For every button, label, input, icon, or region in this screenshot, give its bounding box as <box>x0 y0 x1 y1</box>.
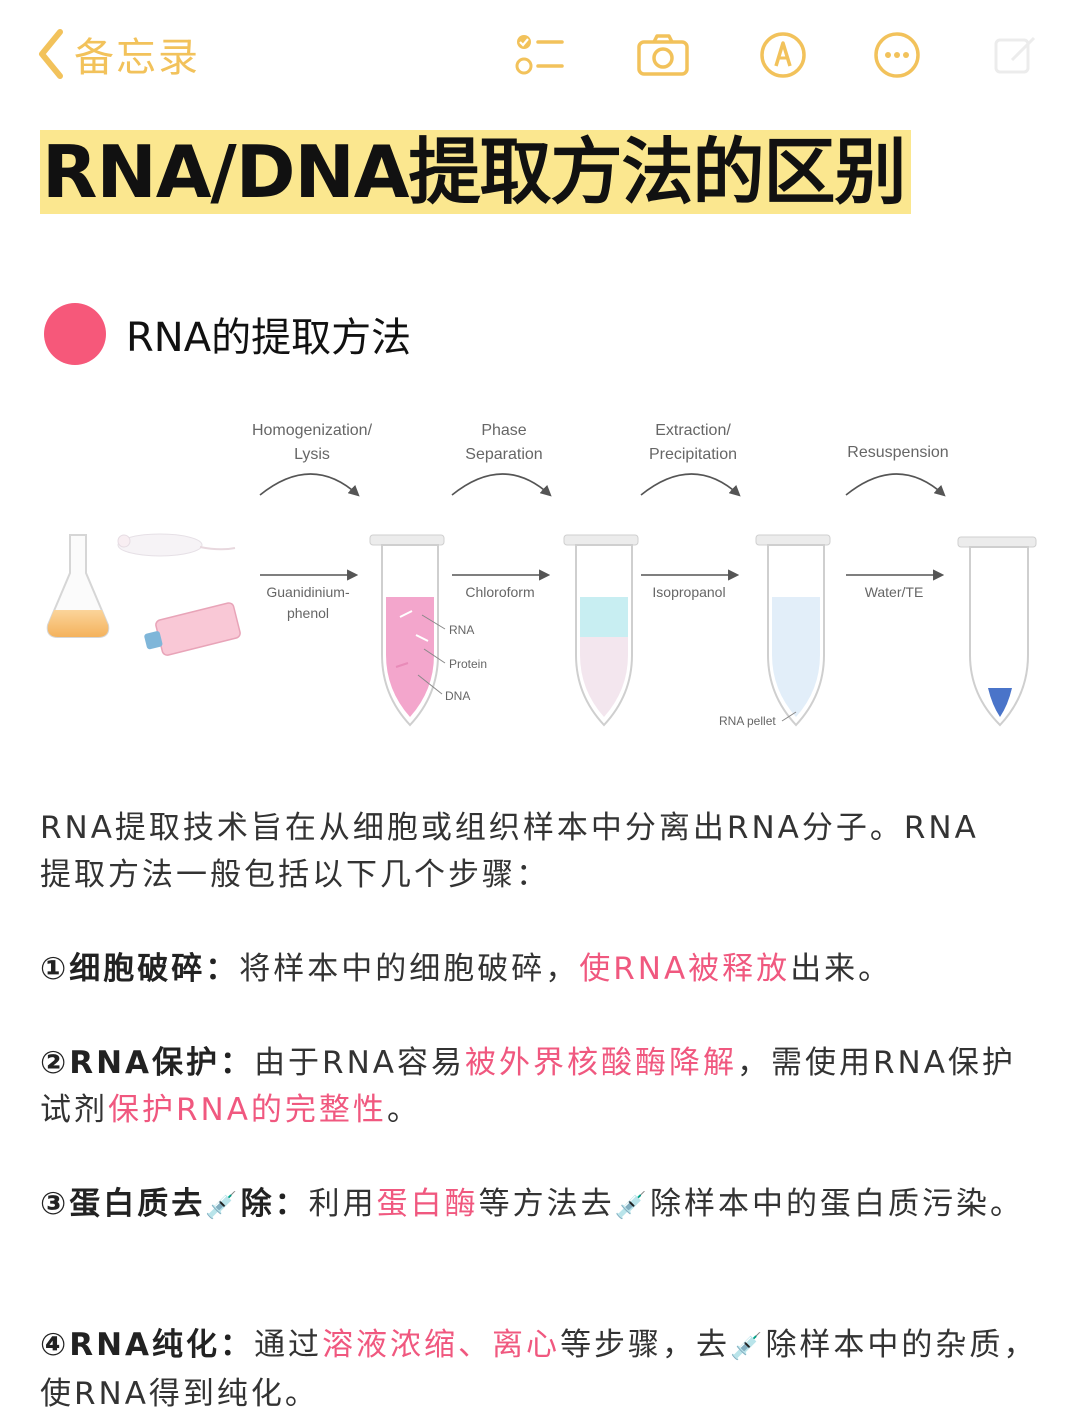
label-dna: DNA <box>445 689 470 703</box>
step-4-title-line-1: Resuspension <box>847 444 948 461</box>
step-2-title-line-2: Separation <box>465 446 542 463</box>
step-3-curved-arrow <box>640 473 741 497</box>
step-3-heading-a: ③蛋白质去 <box>40 1186 206 1222</box>
step-3-reagent-line-1: Isopropanol <box>652 584 725 600</box>
flask-illustration <box>46 534 110 638</box>
step-1-title-line-2: Lysis <box>294 446 330 463</box>
step-4-text: 通过 <box>254 1327 323 1363</box>
mouse-illustration <box>117 533 236 557</box>
step-2-heading: ②RNA保护： <box>40 1045 255 1081</box>
step-2-text-mid: ，需使用RNA保护试剂 <box>40 1045 1016 1128</box>
step-2-title-line-1: Phase <box>481 422 526 439</box>
step-2-text-end: 。 <box>386 1092 421 1128</box>
step-4-curved-arrow <box>845 473 946 497</box>
tube-lysate <box>369 534 445 727</box>
navigation-bar: 备忘录 <box>0 0 1080 110</box>
step-3-paragraph: ③蛋白质去💉除：利用蛋白酶等方法去💉除样本中的蛋白质污染。 <box>40 1181 1040 1230</box>
section-header: RNA的提取方法 <box>44 303 411 365</box>
label-rna-pellet: RNA pellet <box>719 714 776 728</box>
label-protein: Protein <box>449 657 487 671</box>
note-title: RNA/DNA提取方法的区别 <box>40 130 912 214</box>
step-3-title-line-1: Extraction/ <box>655 422 731 439</box>
compose-icon[interactable] <box>990 30 1040 80</box>
bullet-dot <box>44 303 106 365</box>
step-1-curved-arrow <box>259 473 360 497</box>
step-1-text-end: 出来。 <box>790 951 893 987</box>
tube-resuspended <box>957 536 1037 727</box>
step-2-highlight-2: 保护RNA的完整性 <box>108 1092 387 1128</box>
note-title-block: RNA/DNA提取方法的区别 <box>40 130 912 214</box>
tube-phase-separation <box>563 534 639 727</box>
step-4-text-end: 除样本中的杂质，使RNA得到纯化。 <box>40 1327 1038 1412</box>
syringe-icon: 💉 <box>614 1191 650 1221</box>
markup-pen-icon[interactable] <box>758 30 808 80</box>
step-1-heading: ①细胞破碎： <box>40 951 240 987</box>
step-4-highlight: 溶液浓缩、离心 <box>322 1327 561 1363</box>
step-1-reagent-line-2: phenol <box>287 605 329 621</box>
step-3-text-end: 除样本中的蛋白质污染。 <box>650 1186 1024 1222</box>
intro-paragraph: RNA提取技术旨在从细胞或组织样本中分离出RNA分子。RNA 提取方法一般包括以… <box>40 805 1040 899</box>
step-3-text: 利用 <box>308 1186 377 1222</box>
step-1-title-line-1: Homogenization/ <box>252 422 373 439</box>
step-1-highlight: 使RNA被释放 <box>579 951 791 987</box>
syringe-icon: 💉 <box>205 1191 241 1221</box>
tube-precipitation <box>755 534 831 727</box>
intro-line-1: RNA提取技术旨在从细胞或组织样本中分离出RNA分子。RNA <box>40 810 979 846</box>
step-4-heading: ④RNA纯化： <box>40 1327 255 1363</box>
step-2-curved-arrow <box>451 473 552 497</box>
intro-line-2: 提取方法一般包括以下几个步骤： <box>40 857 550 893</box>
step-3-heading-b: 除： <box>240 1186 309 1222</box>
step-2-text: 由于RNA容易 <box>254 1045 465 1081</box>
step-3-title-line-2: Precipitation <box>649 446 737 463</box>
chevron-left-icon <box>39 29 63 79</box>
back-button[interactable]: 备忘录 <box>36 26 200 82</box>
syringe-icon: 💉 <box>730 1332 766 1362</box>
step-2-reagent-line-1: Chloroform <box>465 584 534 600</box>
more-icon[interactable] <box>872 30 922 80</box>
label-rna: RNA <box>449 623 474 637</box>
step-1-text: 将样本中的细胞破碎， <box>239 951 580 987</box>
step-2-highlight: 被外界核酸酶降解 <box>465 1045 737 1081</box>
back-label: 备忘录 <box>74 35 200 81</box>
step-1-paragraph: ①细胞破碎：将样本中的细胞破碎，使RNA被释放出来。 <box>40 946 1040 993</box>
step-2-paragraph: ②RNA保护：由于RNA容易被外界核酸酶降解，需使用RNA保护试剂保护RNA的完… <box>40 1040 1040 1134</box>
step-4-paragraph: ④RNA纯化：通过溶液浓缩、离心等步骤，去💉除样本中的杂质，使RNA得到纯化。 <box>40 1322 1040 1418</box>
step-3-text-mid: 等方法去 <box>478 1186 615 1222</box>
section-title: RNA的提取方法 <box>126 315 412 361</box>
step-3-highlight: 蛋白酶 <box>376 1186 479 1222</box>
step-4-text-mid: 等步骤，去 <box>560 1327 731 1363</box>
culture-flask-illustration <box>144 602 241 656</box>
step-4-reagent-line-1: Water/TE <box>865 584 924 600</box>
camera-icon[interactable] <box>636 30 690 80</box>
step-1-reagent-line-1: Guanidinium- <box>266 584 350 600</box>
checklist-icon[interactable] <box>514 30 564 80</box>
